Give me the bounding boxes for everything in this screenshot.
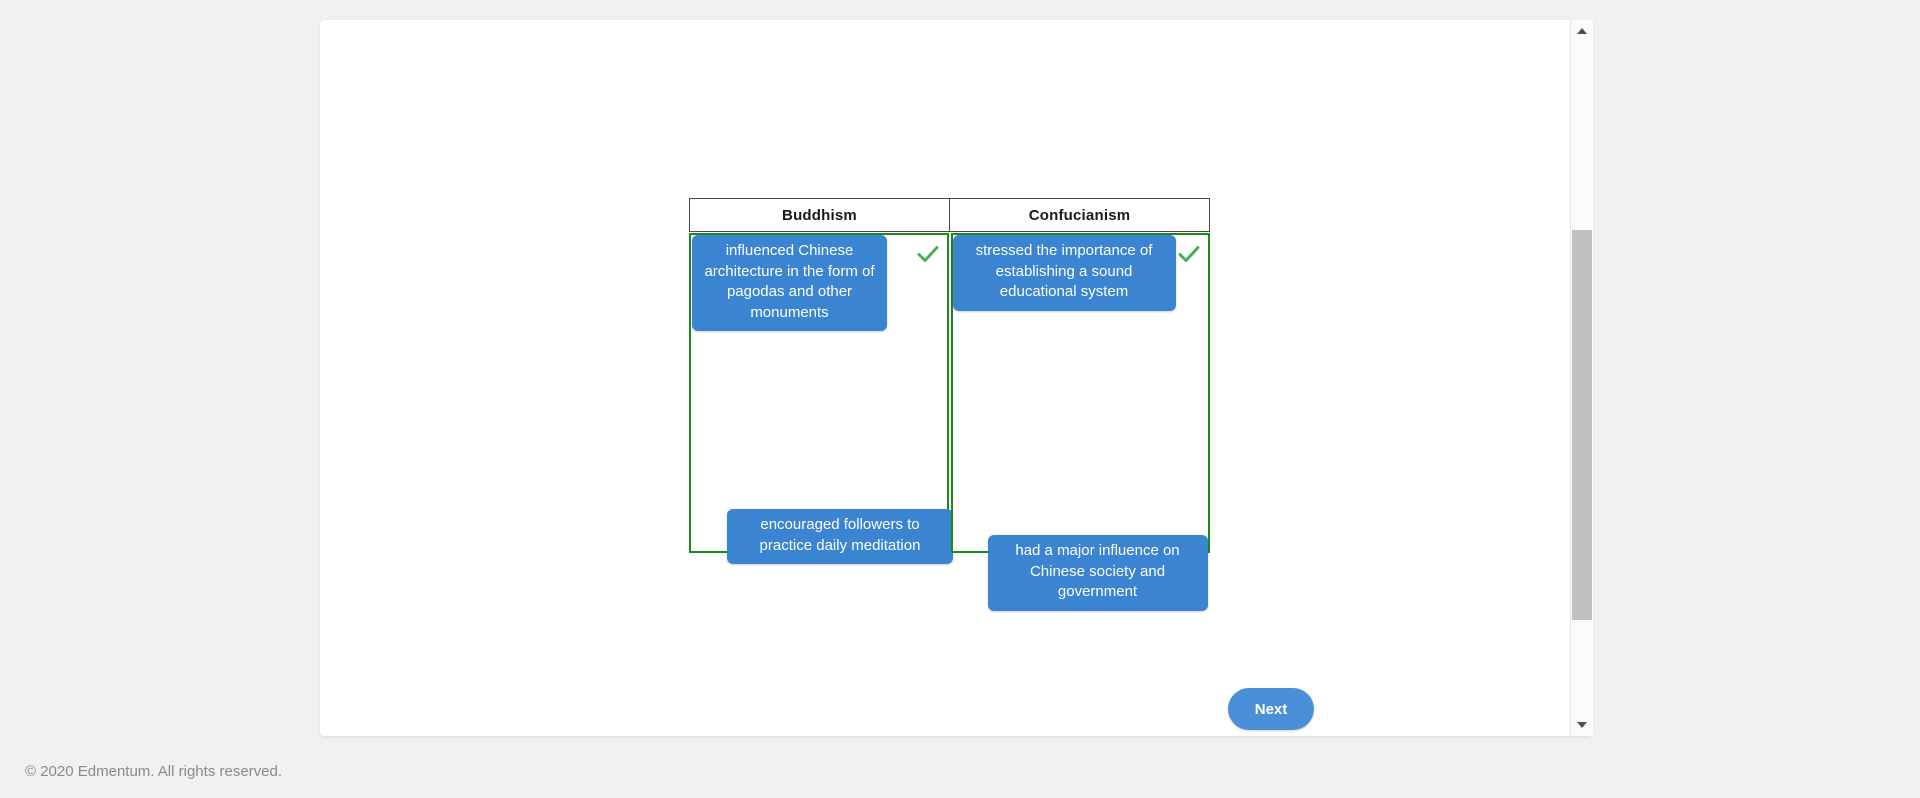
column-header-confucianism: Confucianism bbox=[949, 199, 1209, 231]
triangle-up-icon bbox=[1577, 28, 1587, 34]
triangle-down-icon bbox=[1577, 722, 1587, 728]
answer-tile[interactable]: influenced Chinese architecture in the f… bbox=[692, 235, 887, 331]
content-card: Buddhism Confucianism influenced Chinese… bbox=[320, 20, 1593, 736]
scrollbar-thumb[interactable] bbox=[1572, 230, 1592, 620]
dropzone-confucianism[interactable]: stressed the importance of establishing … bbox=[950, 233, 1210, 611]
answer-tile[interactable]: had a major influence on Chinese society… bbox=[987, 535, 1208, 611]
next-button[interactable]: Next bbox=[1228, 688, 1314, 730]
answer-tile[interactable]: encouraged followers to practice daily m… bbox=[727, 509, 953, 564]
check-icon bbox=[1176, 241, 1202, 267]
sorting-activity-table: Buddhism Confucianism influenced Chinese… bbox=[689, 198, 1210, 611]
dropzone-row: influenced Chinese architecture in the f… bbox=[689, 233, 1210, 611]
scrollbar-track[interactable] bbox=[1571, 42, 1593, 714]
dropzone-buddhism[interactable]: influenced Chinese architecture in the f… bbox=[689, 233, 953, 564]
page-footer: © 2020 Edmentum. All rights reserved. bbox=[0, 760, 1920, 798]
answer-tile[interactable]: stressed the importance of establishing … bbox=[952, 235, 1176, 311]
column-header-buddhism: Buddhism bbox=[782, 206, 857, 224]
scroll-up-button[interactable] bbox=[1571, 20, 1593, 42]
table-header-row: Buddhism Confucianism bbox=[689, 198, 1210, 232]
check-icon bbox=[915, 241, 941, 267]
copyright-text: © 2020 Edmentum. All rights reserved. bbox=[25, 763, 283, 780]
scroll-down-button[interactable] bbox=[1571, 714, 1593, 736]
vertical-scrollbar[interactable] bbox=[1570, 20, 1593, 736]
